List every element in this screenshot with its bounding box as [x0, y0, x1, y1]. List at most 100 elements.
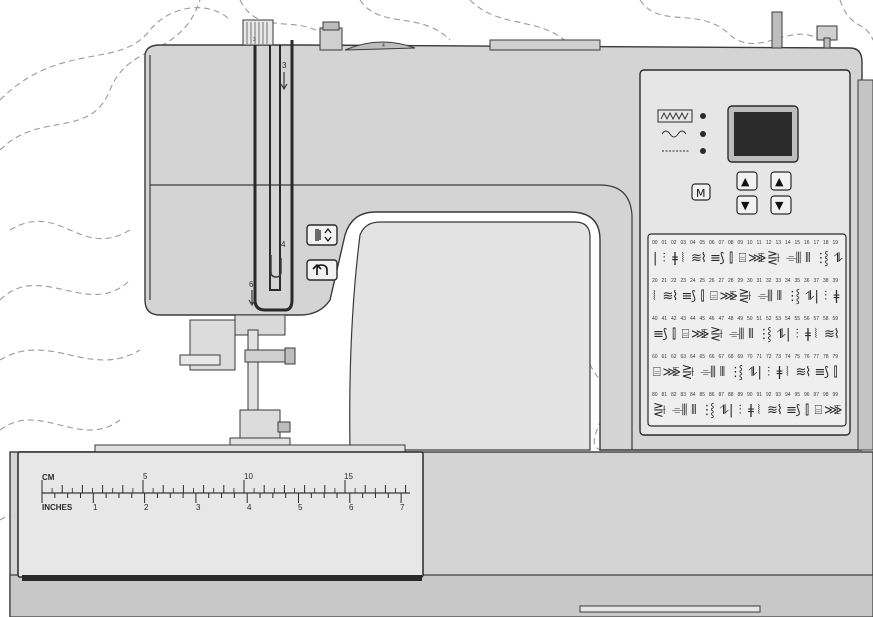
stitch-glyph-icon: ⌯: [786, 251, 797, 266]
stitch-number: 44: [690, 316, 696, 322]
stitch-glyph-icon: ⋮: [729, 365, 742, 380]
thread-step-3-top: 3: [253, 37, 256, 43]
stitch-glyph-icon: ⸾: [767, 327, 772, 343]
stitch-number: 40: [652, 316, 658, 322]
stitch-glyph-icon: ⟊: [663, 403, 667, 418]
cm-label-15: 15: [344, 472, 353, 481]
ruler: CM INCHES 5 10 15 1 2 3 4 5 6 7: [41, 472, 410, 512]
stitch-number: 21: [662, 278, 668, 284]
reverse-stitch-button[interactable]: reverse-stitch: [306, 259, 338, 281]
stitch-number: 41: [662, 316, 668, 322]
stitch-glyph-icon: ⌇: [777, 403, 783, 418]
stitch-glyph-icon: ⥮: [720, 403, 729, 418]
stitch-glyph-icon: |: [758, 365, 762, 380]
mode-led-2: [700, 131, 706, 137]
stitch-glyph-icon: ǂ: [834, 289, 840, 304]
inch-label-3: 3: [196, 503, 201, 512]
stitch-number: 57: [814, 316, 820, 322]
needle-up-down-button[interactable]: needle-up-down: [306, 224, 338, 246]
stitch-glyph-icon: ⋙: [720, 289, 739, 304]
stitch-glyph-icon: ≡: [786, 403, 797, 418]
left-down-button[interactable]: ▼: [736, 195, 758, 215]
svg-text:M: M: [696, 187, 706, 200]
stitch-number: 16: [804, 240, 810, 246]
stitch-number: 54: [785, 316, 791, 322]
stitch-number: 22: [671, 278, 677, 284]
stitch-glyph-icon: ≋: [796, 365, 807, 380]
stitch-glyph-icon: ⟆: [796, 403, 801, 418]
right-up-button[interactable]: ▲: [770, 171, 792, 191]
stitch-number: 76: [804, 354, 810, 360]
stitch-number: 43: [681, 316, 687, 322]
ruler-unit-cm: CM: [42, 473, 55, 482]
stitch-glyph-icon: ≡: [682, 289, 693, 304]
cm-label-10: 10: [244, 472, 253, 481]
stitch-glyph-icon: ⋮: [786, 289, 799, 304]
stitch-number: 66: [709, 354, 715, 360]
stitch-glyph-icon: ⟊: [777, 251, 781, 266]
stitch-number: 06: [709, 240, 715, 246]
stitch-number: 10: [747, 240, 753, 246]
stitch-glyph-icon: ⫼: [739, 327, 745, 342]
left-up-button[interactable]: ▲: [736, 171, 758, 191]
stitch-glyph-icon: ≋: [767, 403, 778, 418]
stitch-number: 15: [795, 240, 801, 246]
handwheel-mark: 4: [382, 43, 385, 49]
stitch-number: 91: [757, 392, 763, 398]
stitch-mode-indicators: [657, 109, 706, 154]
stitch-glyph-icon: ⥮: [834, 251, 843, 266]
stitch-number: 95: [795, 392, 801, 398]
stitch-glyph-icon: ⌸: [815, 403, 823, 418]
stitch-number: 00: [652, 240, 658, 246]
memory-button[interactable]: M: [691, 183, 711, 201]
stitch-number: 05: [700, 240, 706, 246]
stitch-glyph-icon: ⟊: [748, 289, 752, 304]
inch-label-1: 1: [93, 503, 98, 512]
stitch-number: 45: [700, 316, 706, 322]
stitch-number: 79: [833, 354, 839, 360]
stitch-number: 55: [795, 316, 801, 322]
stitch-number: 81: [662, 392, 668, 398]
tension-dial[interactable]: [242, 19, 274, 46]
stitch-glyph-icon: ⌶: [672, 365, 680, 380]
stitch-number: 12: [766, 240, 772, 246]
stitch-glyph-icon: ⟆: [824, 365, 829, 380]
stitch-glyph-icon: ⦚: [682, 251, 685, 266]
stitch-number: 35: [795, 278, 801, 284]
stitch-glyph-icon: ⋮: [701, 403, 714, 418]
stitch-glyph-icon: ⟆: [663, 327, 668, 342]
stitch-number: 32: [766, 278, 772, 284]
stitch-glyph-icon: ⌯: [758, 289, 769, 304]
stitch-glyph-icon: ⦀: [805, 251, 811, 266]
inch-label-2: 2: [144, 503, 149, 512]
stitch-glyph-icon: ⫿: [805, 403, 809, 418]
stitch-glyph-icon: ⦚: [653, 289, 656, 304]
inch-label-5: 5: [298, 503, 303, 512]
stitch-number: 04: [690, 240, 696, 246]
stitch-glyph-icon: ⫿: [834, 365, 838, 380]
svg-text:▼: ▼: [775, 199, 784, 212]
stitch-glyph-icon: ⌸: [653, 365, 661, 380]
stitch-number: 31: [757, 278, 763, 284]
stitch-glyph-icon: |: [815, 289, 819, 304]
stitch-number: 73: [776, 354, 782, 360]
stitch-glyph-icon: |: [729, 403, 733, 418]
stitch-number: 97: [814, 392, 820, 398]
stitch-glyph-icon: ǂ: [672, 251, 678, 266]
stitch-number: 88: [728, 392, 734, 398]
stitch-number: 29: [738, 278, 744, 284]
stitch-glyph-icon: ⫶: [739, 403, 742, 418]
stitch-number: 30: [747, 278, 753, 284]
stitch-glyph-icon: ⥮: [805, 289, 814, 304]
stitch-number: 70: [747, 354, 753, 360]
stitch-glyph-icon: ⥮: [748, 365, 757, 380]
stitch-glyph-icon: ⌯: [701, 365, 712, 380]
stitch-glyph-icon: ǂ: [777, 365, 783, 380]
stitch-number: 89: [738, 392, 744, 398]
stitch-number: 82: [671, 392, 677, 398]
top-fittings: 4: [319, 11, 838, 51]
stitch-number: 19: [833, 240, 839, 246]
right-down-button[interactable]: ▼: [770, 195, 792, 215]
